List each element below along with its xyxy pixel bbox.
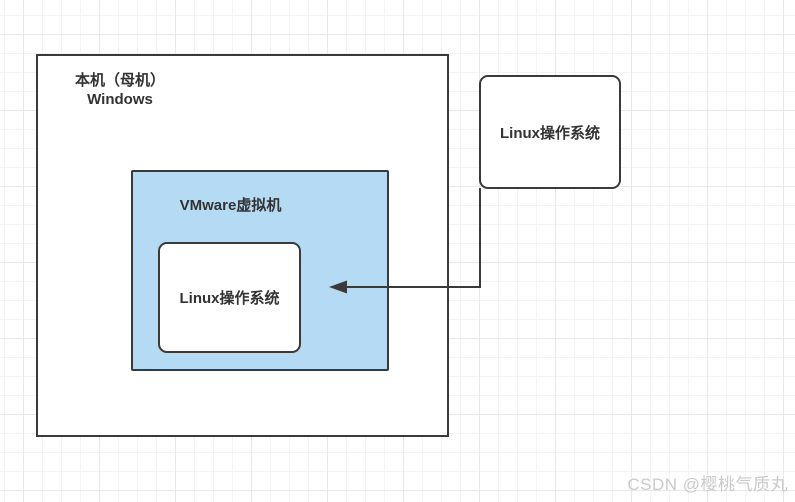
host-machine-label-line1: 本机（母机）	[74, 72, 165, 89]
csdn-watermark: CSDN @樱桃气质丸	[627, 475, 788, 494]
external-os-label: Linux操作系统	[500, 124, 600, 142]
guest-os-box: Linux操作系统	[158, 242, 301, 353]
host-machine-label-line2: Windows	[87, 91, 153, 108]
vmware-vm-label: VMware虚拟机	[179, 197, 282, 214]
guest-os-label: Linux操作系统	[179, 290, 280, 307]
external-os-box: Linux操作系统	[479, 75, 621, 189]
host-machine-label: 本机（母机） Windows	[66, 71, 174, 109]
